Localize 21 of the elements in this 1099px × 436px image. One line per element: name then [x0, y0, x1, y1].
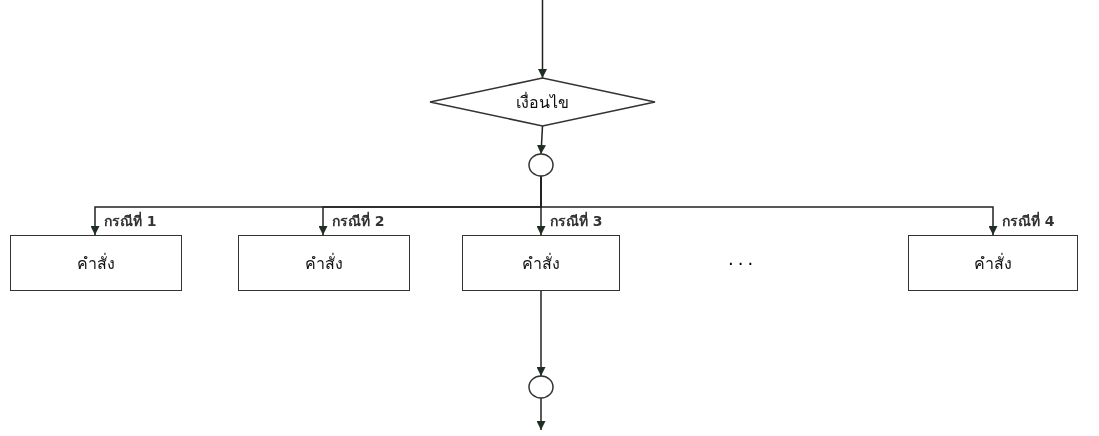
edge-label: กรณีที่ 1: [103, 213, 158, 229]
process-box: [238, 235, 410, 291]
statement-text: คำสั่ง: [305, 252, 343, 275]
edge-label: กรณีที่ 3: [549, 213, 604, 229]
process-box: [908, 235, 1078, 291]
edge-label: กรณีที่ 4: [1001, 213, 1056, 229]
arrow: [536, 290, 546, 377]
statement-text: คำสั่ง: [77, 252, 115, 275]
arrow: [538, 0, 547, 79]
statement-text: คำสั่ง: [974, 252, 1012, 275]
arrow: [536, 397, 546, 431]
ellipsis-text: ...: [728, 248, 758, 269]
edge-label: กรณีที่ 2: [331, 213, 386, 229]
process-box: [462, 235, 620, 291]
connector-circle: [529, 376, 553, 398]
statement-text: คำสั่ง: [522, 252, 560, 275]
process-box: [10, 235, 182, 291]
connector-circle: [529, 154, 553, 176]
decision-diamond: [430, 78, 655, 126]
arrow: [537, 125, 546, 155]
condition-text: เงื่อนไข: [516, 91, 569, 114]
